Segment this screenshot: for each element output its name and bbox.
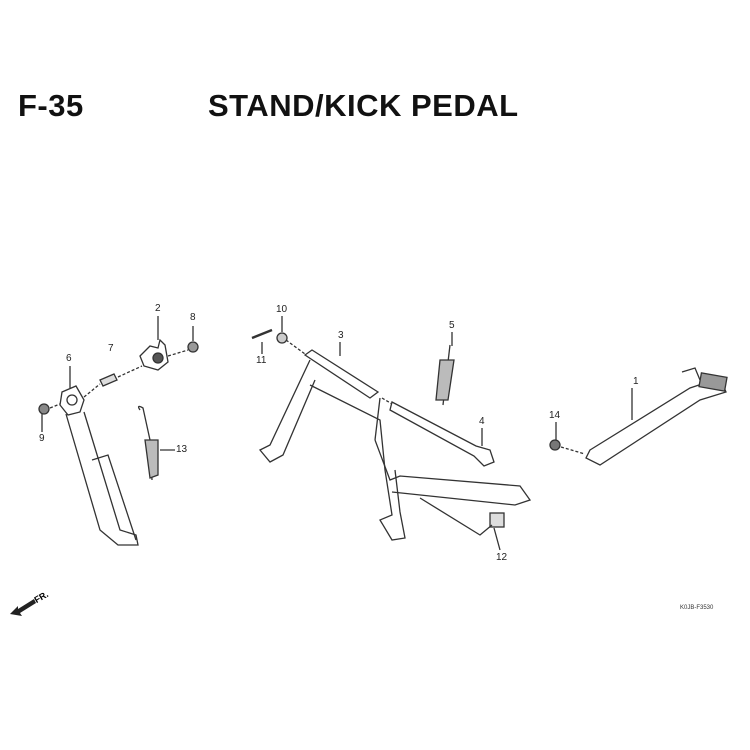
nut-8 — [187, 341, 199, 353]
callout-4: 4 — [479, 416, 485, 427]
callout-12: 12 — [496, 552, 508, 563]
callout-9: 9 — [39, 433, 45, 444]
spring-5 — [435, 344, 455, 406]
spring-13 — [137, 405, 159, 481]
page-title: STAND/KICK PEDAL — [208, 88, 519, 123]
callout-11: 11 — [256, 355, 267, 366]
callout-5: 5 — [449, 320, 455, 331]
pin-11 — [251, 328, 273, 340]
main-stand — [258, 349, 532, 541]
section-code: F-35 — [18, 88, 84, 123]
callout-8: 8 — [190, 312, 196, 323]
callout-7: 7 — [108, 343, 114, 354]
callout-6: 6 — [66, 353, 72, 364]
bolt-14 — [549, 439, 561, 451]
callout-13: 13 — [176, 444, 188, 455]
kick-pedal — [585, 367, 728, 466]
callout-10: 10 — [276, 304, 288, 315]
bracket-2 — [139, 338, 169, 371]
front-arrow-icon — [10, 599, 36, 616]
callout-14: 14 — [549, 410, 561, 421]
stopper-12 — [489, 512, 505, 528]
diagram-code: K0JB-F3530 — [680, 605, 714, 611]
bolt-7 — [99, 373, 118, 387]
callout-2: 2 — [155, 303, 161, 314]
side-stand — [59, 385, 139, 546]
washer-10 — [276, 332, 288, 344]
nut-9 — [38, 403, 50, 415]
shaft-4 — [389, 401, 495, 467]
callout-1: 1 — [633, 376, 639, 387]
callout-3: 3 — [338, 330, 344, 341]
front-indicator: FR. — [8, 589, 58, 625]
